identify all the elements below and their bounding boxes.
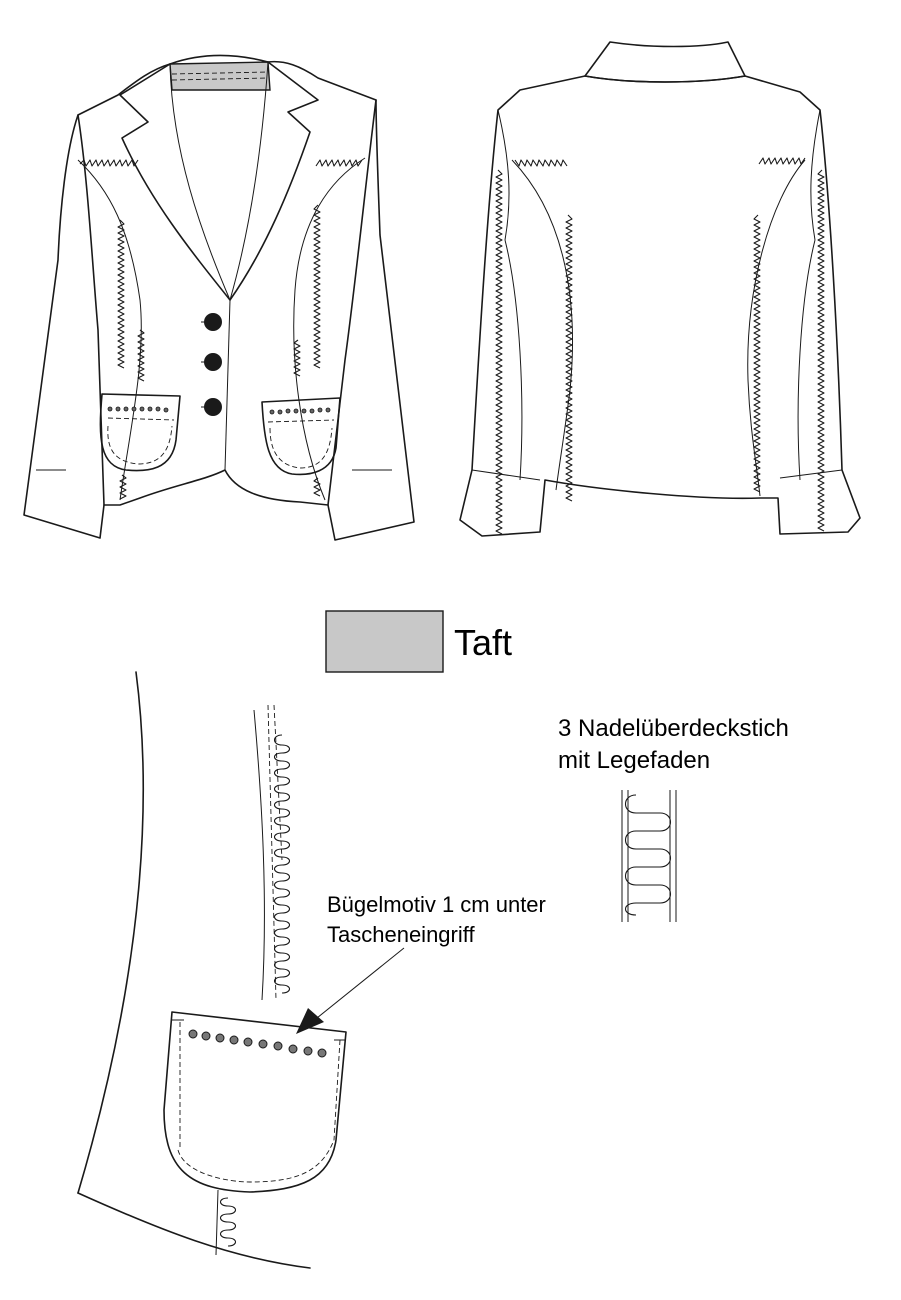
legend: Taft <box>325 610 512 673</box>
back-body-outline <box>459 75 861 537</box>
jacket-back-view <box>459 41 861 537</box>
stitch-note: 3 Nadelüberdeckstich mit Legefaden <box>558 715 789 922</box>
collar-stand-taft <box>169 61 271 91</box>
jacket-front-view <box>23 54 415 541</box>
callout-arrowhead <box>296 1008 324 1034</box>
detail-front-edge <box>77 671 145 1194</box>
stitch-note-line-2: mit Legefaden <box>558 747 710 774</box>
right-lapel <box>229 61 319 301</box>
detail-pocket <box>163 1011 347 1193</box>
detail-hem <box>77 1192 311 1269</box>
taft-label: Taft <box>454 622 512 663</box>
coverstitch-symbol <box>621 790 677 922</box>
button-1 <box>204 313 222 331</box>
button-2 <box>204 353 222 371</box>
button-3 <box>204 398 222 416</box>
pocket-detail-view: Bügelmotiv 1 cm unter Tascheneingriff <box>77 671 546 1269</box>
detail-note-line-1: Bügelmotiv 1 cm unter <box>327 892 546 917</box>
front-body-outline <box>23 54 415 541</box>
right-pocket <box>261 397 341 476</box>
stitch-note-line-1: 3 Nadelüberdeckstich <box>558 715 789 742</box>
detail-note-line-2: Tascheneingriff <box>327 922 475 947</box>
back-collar <box>584 41 746 83</box>
iron-on-motif <box>188 1029 327 1058</box>
taft-swatch <box>325 610 444 673</box>
left-pocket <box>99 393 181 472</box>
left-lapel <box>119 63 231 301</box>
callout-arrow-line <box>311 947 405 1023</box>
